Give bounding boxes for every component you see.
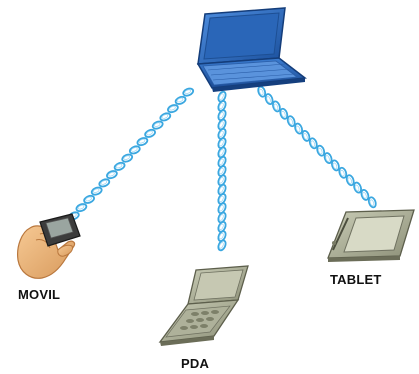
wireless-link-movil xyxy=(67,87,195,221)
tablet-label: TABLET xyxy=(330,272,382,287)
pda-label: PDA xyxy=(181,356,210,371)
tablet-icon xyxy=(327,209,415,262)
wireless-link-pda xyxy=(217,90,227,252)
movil-label: MOVIL xyxy=(18,287,61,302)
mobile-phone-in-hand-icon xyxy=(17,213,81,279)
pda-icon xyxy=(158,265,249,346)
wireless-link-tablet xyxy=(257,85,377,209)
laptop-icon xyxy=(196,7,307,92)
